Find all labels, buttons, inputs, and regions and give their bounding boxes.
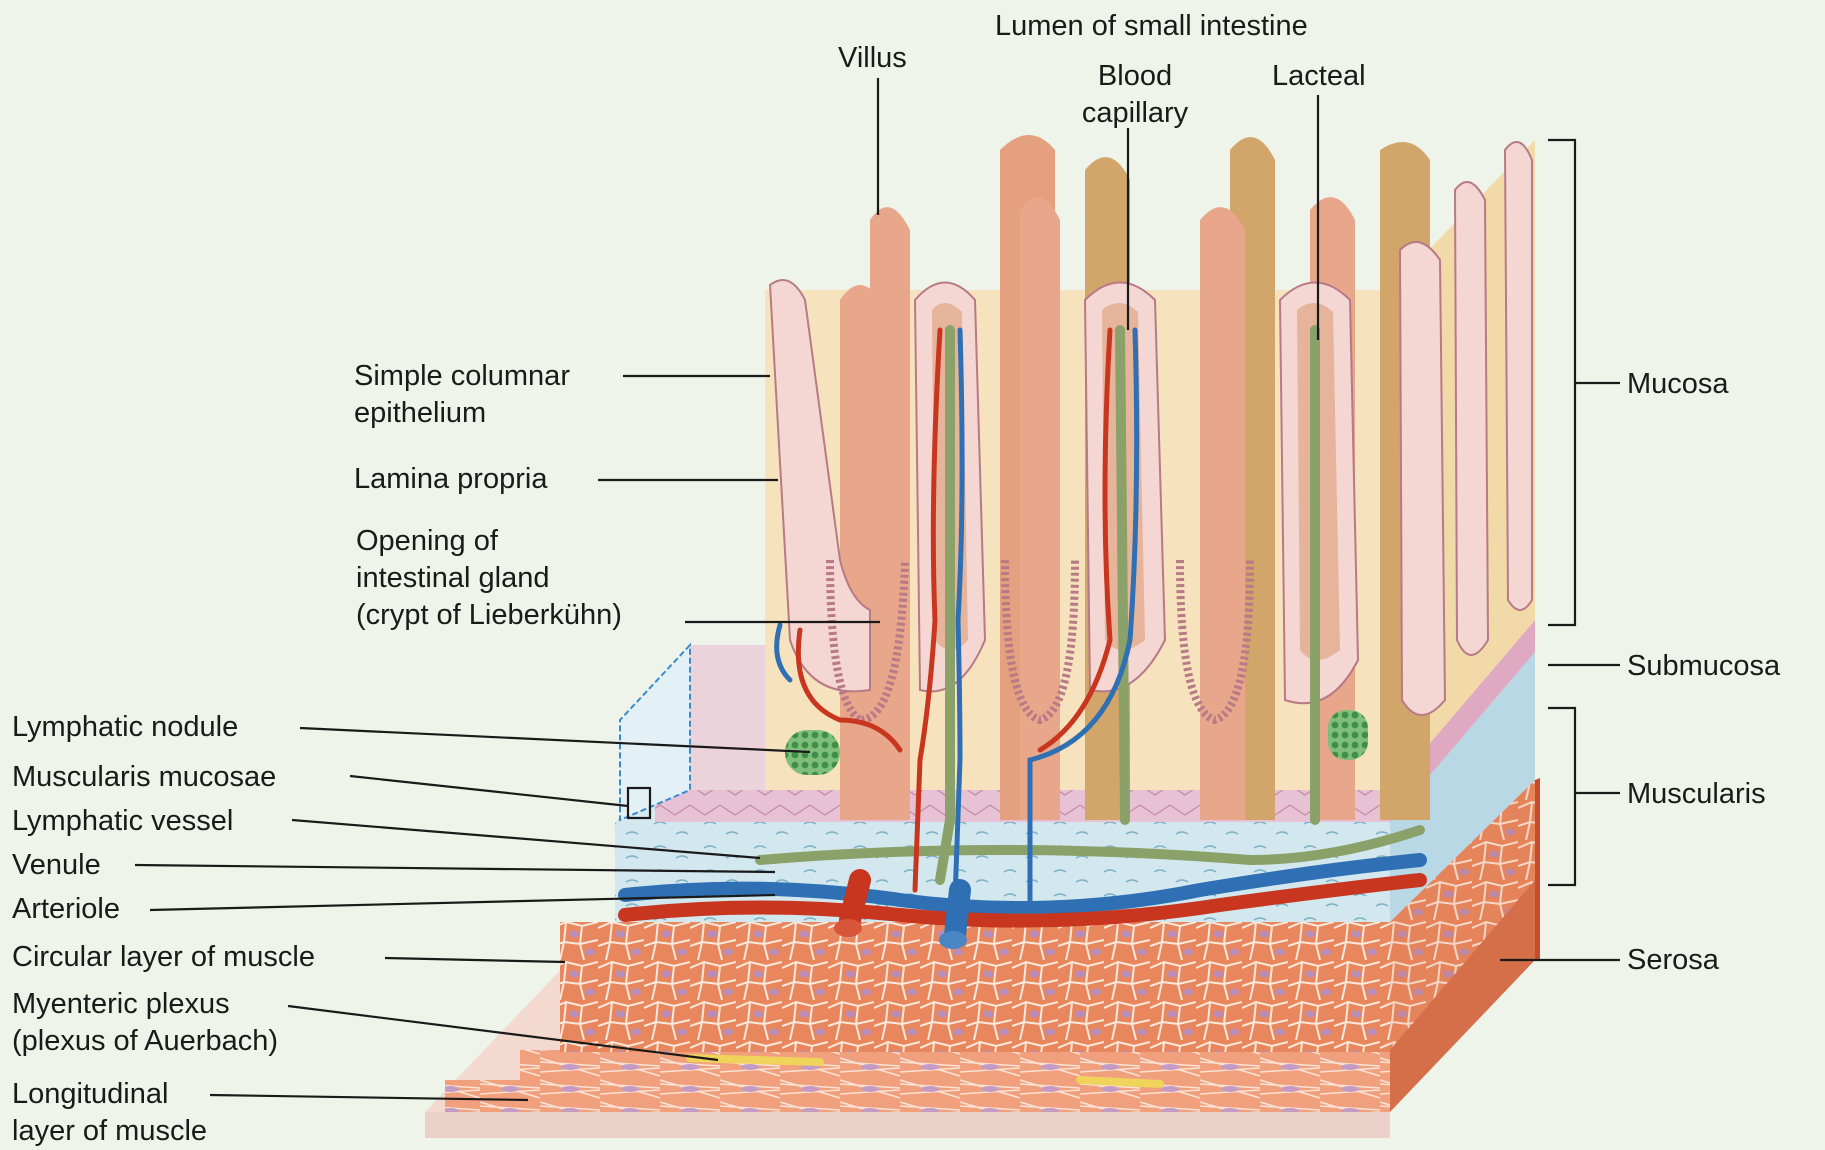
lymphatic-nodule xyxy=(1328,710,1368,760)
villus xyxy=(1020,197,1060,820)
label-muscularis: Muscularis xyxy=(1627,776,1766,813)
label-serosa: Serosa xyxy=(1627,942,1719,979)
label-venule: Venule xyxy=(12,847,101,884)
label-villus: Villus xyxy=(838,40,907,77)
label-myenteric-plexus: Myenteric plexus(plexus of Auerbach) xyxy=(12,986,278,1060)
label-circular-layer: Circular layer of muscle xyxy=(12,939,315,976)
label-lumen: Lumen of small intestine xyxy=(995,8,1308,45)
label-lymphatic-nodule: Lymphatic nodule xyxy=(12,709,238,746)
villus xyxy=(1200,207,1245,820)
label-mucosa: Mucosa xyxy=(1627,366,1729,403)
circular-muscle-layer xyxy=(560,922,1390,1052)
label-lymphatic-vessel: Lymphatic vessel xyxy=(12,803,233,840)
label-submucosa: Submucosa xyxy=(1627,648,1780,685)
label-lamina-propria: Lamina propria xyxy=(354,461,547,498)
longitudinal-muscle-layer xyxy=(520,1050,1390,1112)
label-muscularis-mucosae: Muscularis mucosae xyxy=(12,759,276,796)
lymphatic-nodule xyxy=(785,730,840,775)
label-lacteal: Lacteal xyxy=(1272,58,1366,95)
label-arteriole: Arteriole xyxy=(12,891,120,928)
